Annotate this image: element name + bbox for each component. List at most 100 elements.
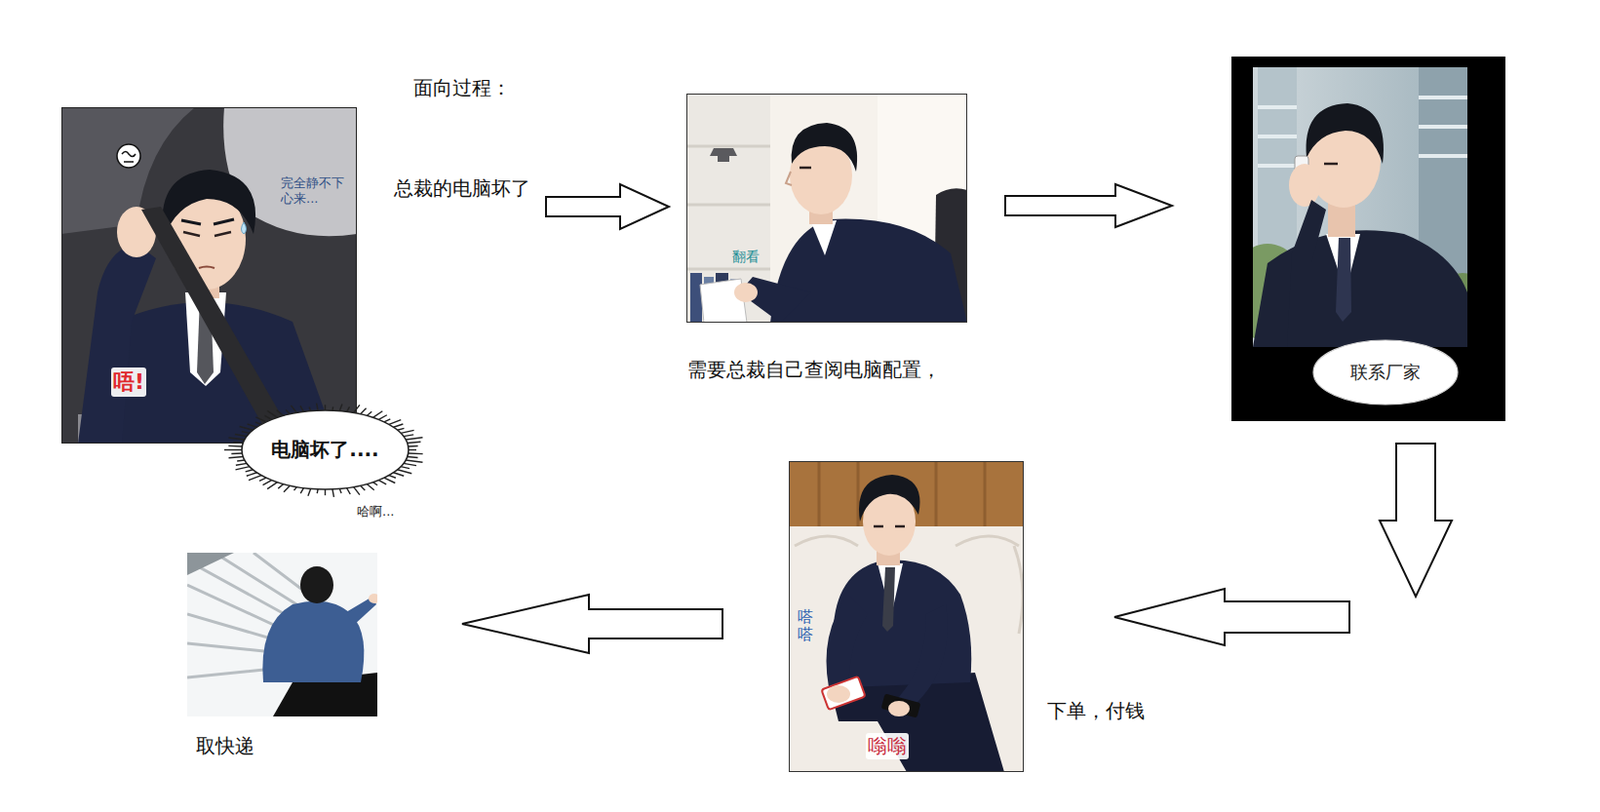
- block-arrow: [546, 184, 669, 230]
- panel-five-shape: [368, 593, 378, 604]
- panel-two-shape: [734, 282, 758, 303]
- bubble-spike: [378, 415, 387, 421]
- panel-one-shape: [117, 144, 141, 168]
- bubble-spike: [389, 475, 396, 479]
- comic-panel: 取快递: [187, 552, 378, 717]
- panel-four-shape: [888, 701, 910, 717]
- block-arrow: [1379, 443, 1452, 597]
- bubble-spike: [300, 405, 304, 412]
- bubble-spike: [235, 463, 247, 466]
- panel-three-shape: [1252, 67, 1468, 348]
- bubble-spike: [231, 452, 242, 455]
- panel-four-shape: [788, 526, 1024, 773]
- bubble-spike: [408, 449, 417, 451]
- panel-one-shape: [162, 169, 257, 239]
- bubble-spike: [233, 441, 243, 444]
- panel-one-shape: [121, 152, 136, 163]
- bubble-spike: [407, 441, 422, 443]
- speech-text: 电脑坏了....: [271, 437, 379, 463]
- bubble-spike: [403, 463, 417, 466]
- panel-four-shape: [820, 676, 865, 710]
- bubble-spike: [247, 424, 258, 428]
- panel-two-shape: [811, 220, 837, 256]
- bubble-spike: [234, 434, 247, 437]
- panel-five-art: [187, 552, 378, 717]
- bubble-spike: [241, 431, 250, 434]
- panel-three-shape-shape: [1252, 230, 1468, 348]
- panel-four-shape: [858, 474, 921, 522]
- bubble-spike: [400, 467, 410, 469]
- panel-three-shape-shape: [1287, 199, 1327, 348]
- bubble-spike: [405, 437, 423, 440]
- speech-bubble: 联系厂家: [1309, 336, 1462, 409]
- comic-panel: 总裁的电脑坏了完全静不下 心来...唔!哈啊...电脑坏了....: [61, 107, 357, 444]
- panel-one-shape: [241, 222, 247, 235]
- speech-bubble: 电脑坏了....: [220, 389, 430, 511]
- panel-one-shape: [181, 219, 235, 225]
- panel-four-shape: [882, 567, 896, 632]
- comic-panel: 联系厂家: [1231, 56, 1506, 422]
- block-arrow: [462, 594, 723, 654]
- bubble-spike: [255, 417, 267, 423]
- bubble-spike: [239, 426, 254, 430]
- bubble-spike: [324, 489, 326, 496]
- panel-one-shape: [61, 107, 357, 444]
- bubble-spike: [407, 456, 419, 459]
- panel-three-shape-shape: [1288, 163, 1321, 207]
- bubble-spike: [389, 420, 401, 426]
- bubble-spike: [400, 429, 415, 433]
- step-caption: 总裁的电脑坏了: [393, 176, 531, 201]
- panel-two-shape: [770, 218, 968, 323]
- bubble-spike: [224, 449, 242, 451]
- panel-three-shape-shape: [1252, 67, 1468, 348]
- bubble-outline: [241, 410, 409, 490]
- bubble-spike: [339, 404, 343, 412]
- panel-four-shape: [892, 604, 948, 712]
- panel-three-shape-shape: [1335, 237, 1352, 322]
- bubble-spike: [332, 489, 334, 498]
- block-arrow: [1005, 184, 1172, 228]
- sound-effect: 嗒嗒: [797, 608, 814, 643]
- panel-four-shape: [881, 693, 922, 718]
- bubble-spike: [283, 485, 290, 492]
- panel-two-art: [686, 93, 968, 323]
- bubble-spike: [248, 475, 262, 481]
- bubble-spike: [393, 424, 404, 428]
- panel-four-shape: [826, 594, 869, 695]
- bubble-spike: [378, 480, 387, 485]
- panel-two-shape: [686, 93, 968, 323]
- panel-five-shape: [300, 566, 334, 604]
- bubble-spike: [259, 477, 267, 481]
- panel-five-shape: [187, 552, 378, 717]
- step-caption: 取快递: [195, 734, 255, 759]
- flow-arrow: [546, 184, 669, 230]
- panel-two-shape: [785, 171, 792, 186]
- panel-two-shape: [686, 146, 771, 270]
- sound-effect: 唔!: [111, 367, 147, 397]
- panel-three-shape: [1231, 56, 1506, 422]
- panel-one-shape: [183, 232, 232, 236]
- panel-two-shape: [799, 166, 812, 170]
- panel-four-shape: [873, 525, 905, 529]
- bubble-spike: [403, 434, 414, 437]
- bubble-spike: [228, 437, 244, 440]
- bubble-spike: [366, 484, 375, 491]
- panel-one-shape: [78, 243, 157, 444]
- diagram-title: 面向过程：: [413, 76, 511, 101]
- bubble-spike: [353, 487, 360, 496]
- bubble-spike: [397, 469, 413, 474]
- bubble-spike: [229, 457, 244, 459]
- bubble-spike: [384, 419, 391, 423]
- panel-one-shape: [223, 107, 357, 236]
- flow-arrow: [1005, 184, 1172, 228]
- panel-one-art: [61, 107, 357, 444]
- flow-arrow: [462, 594, 723, 654]
- bubble-spike: [267, 482, 277, 490]
- bubble-spike: [246, 472, 258, 477]
- panel-four-shape: [826, 685, 851, 703]
- sound-effect: 翻看: [732, 248, 760, 267]
- bubble-spike: [405, 460, 423, 463]
